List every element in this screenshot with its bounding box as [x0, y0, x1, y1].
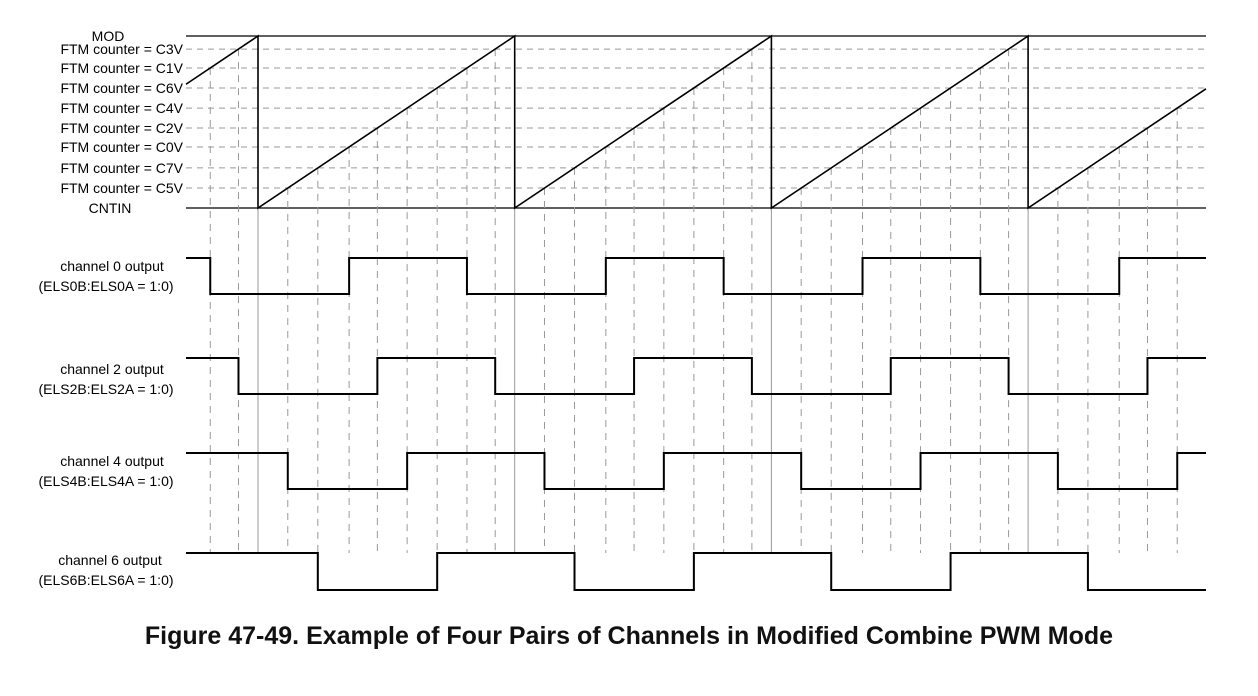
channel-0-waveform: [186, 257, 1206, 295]
channel-labels: channel 0 output (ELS0B:ELS0A = 1:0) cha…: [38, 258, 173, 588]
channel-0-label: channel 0 output: [60, 258, 164, 274]
cntin-label: CNTIN: [89, 200, 132, 216]
waveforms: [185, 34, 1207, 591]
mod-label: MOD: [92, 28, 125, 44]
level-label: FTM counter = C5V: [60, 180, 183, 196]
counter-labels: MOD CNTIN FTM counter = C3V FTM counter …: [60, 28, 183, 216]
level-label: FTM counter = C6V: [60, 80, 183, 96]
level-label: FTM counter = C4V: [60, 100, 183, 116]
figure-caption: Figure 47-49. Example of Four Pairs of C…: [144, 622, 1114, 650]
level-label: FTM counter = C0V: [60, 139, 183, 155]
channel-2-waveform: [186, 357, 1206, 395]
channel-4-waveform: [186, 452, 1206, 490]
level-label: FTM counter = C1V: [60, 60, 183, 76]
channel-0-mode: (ELS0B:ELS0A = 1:0): [38, 278, 173, 294]
level-label: FTM counter = C3V: [60, 41, 183, 57]
level-label: FTM counter = C2V: [60, 120, 183, 136]
channel-6-waveform: [186, 552, 1206, 591]
channel-2-mode: (ELS2B:ELS2A = 1:0): [38, 381, 173, 397]
channel-6-mode: (ELS6B:ELS6A = 1:0): [38, 572, 173, 588]
level-label: FTM counter = C7V: [60, 160, 183, 176]
channel-2-label: channel 2 output: [60, 361, 164, 377]
channel-4-label: channel 4 output: [60, 453, 164, 469]
channel-4-mode: (ELS4B:ELS4A = 1:0): [38, 473, 173, 489]
counter-sawtooth: [185, 34, 1207, 210]
channel-6-label: channel 6 output: [58, 552, 162, 568]
